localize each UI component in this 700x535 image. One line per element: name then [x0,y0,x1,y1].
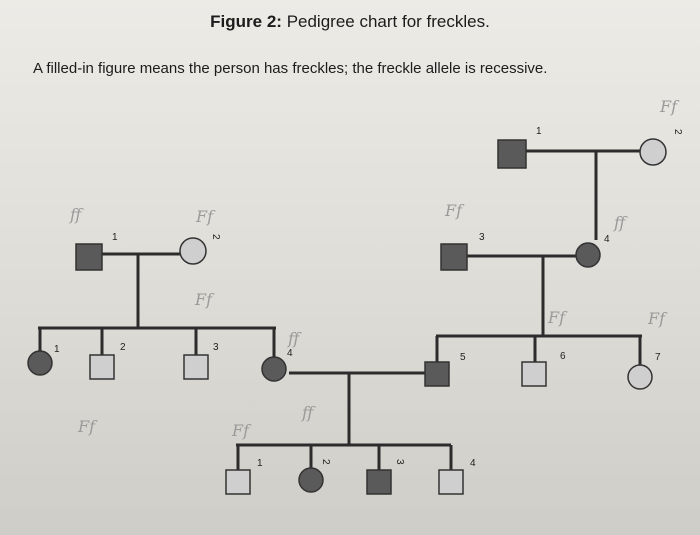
individual-g2-4: 4 ff [261,329,302,382]
individual-g2-5: 3 Ff [440,201,485,271]
figure-label: Figure 2: [210,12,282,31]
handwritten-note: Ff [194,290,215,309]
individual-number: 3 [213,342,219,353]
individual-g1-3: 1 [497,126,542,169]
female-circle [27,350,53,376]
handwritten-note: Ff [444,201,465,220]
figure-caption: A filled-in figure means the person has … [33,60,548,77]
individual-g4-4: 4 [438,458,476,495]
individual-g2-2: 2 Ff [77,342,126,436]
handwritten-note: Ff [659,97,680,116]
individual-number: 3 [479,232,485,243]
male-square [225,469,251,495]
handwritten-note: Ff [195,207,216,226]
individual-number: 5 [460,352,466,363]
individual-g2-6: 4 ff [575,213,628,268]
individual-number: 2 [672,129,683,135]
individual-g1-2: 2 Ff [179,207,221,265]
individual-number: 1 [536,126,542,137]
male-square [89,354,115,380]
individual-g4-2: 2 ff [298,403,331,493]
male-square [521,361,547,387]
individual-number: 4 [287,348,293,359]
handwritten-note: ff [287,329,302,348]
individual-g4-1: 1 Ff [225,421,263,495]
pedigree-lines [38,149,642,470]
individual-g1-4: 2 Ff [639,97,683,166]
individual-number: 1 [54,344,60,355]
individuals: 1 ff 2 Ff 1 2 Ff 1 2 Ff 3 Ff [27,97,683,495]
handwritten-note: ff [613,213,628,232]
individual-number: 1 [257,458,263,469]
individual-number: 1 [112,232,118,243]
individual-number: 4 [604,234,610,245]
male-square [440,243,468,271]
individual-number: 2 [120,342,126,353]
female-circle [639,138,667,166]
handwritten-note: Ff [77,417,98,436]
individual-g2-3: 3 Ff [183,290,219,380]
figure-title-text: Pedigree chart for freckles. [286,12,490,31]
individual-g3-2: 6 Ff [521,308,568,387]
male-square [183,354,209,380]
individual-g3-1: 5 [424,352,466,387]
individual-g3-3: 7 Ff [627,309,668,390]
female-circle [261,356,287,382]
male-square [366,469,392,495]
handwritten-note: Ff [547,308,568,327]
male-square [424,361,450,387]
individual-number: 2 [320,459,331,465]
male-square [438,469,464,495]
handwritten-note: ff [301,403,316,422]
female-circle [179,237,207,265]
individual-g2-1: 1 [27,344,60,376]
individual-g4-3: 3 [366,459,405,495]
handwritten-note: Ff [231,421,252,440]
individual-number: 4 [470,458,476,469]
individual-number: 6 [560,351,566,362]
figure-title: Figure 2: Pedigree chart for freckles. [0,12,700,32]
handwritten-note: Ff [647,309,668,328]
handwritten-note: ff [69,205,84,224]
male-square [75,243,103,271]
female-circle [575,242,601,268]
individual-number: 2 [210,234,221,240]
female-circle [627,364,653,390]
individual-number: 7 [655,352,661,363]
male-square [497,139,527,169]
individual-g1-1: 1 ff [69,205,118,271]
individual-number: 3 [394,459,405,465]
female-circle [298,467,324,493]
